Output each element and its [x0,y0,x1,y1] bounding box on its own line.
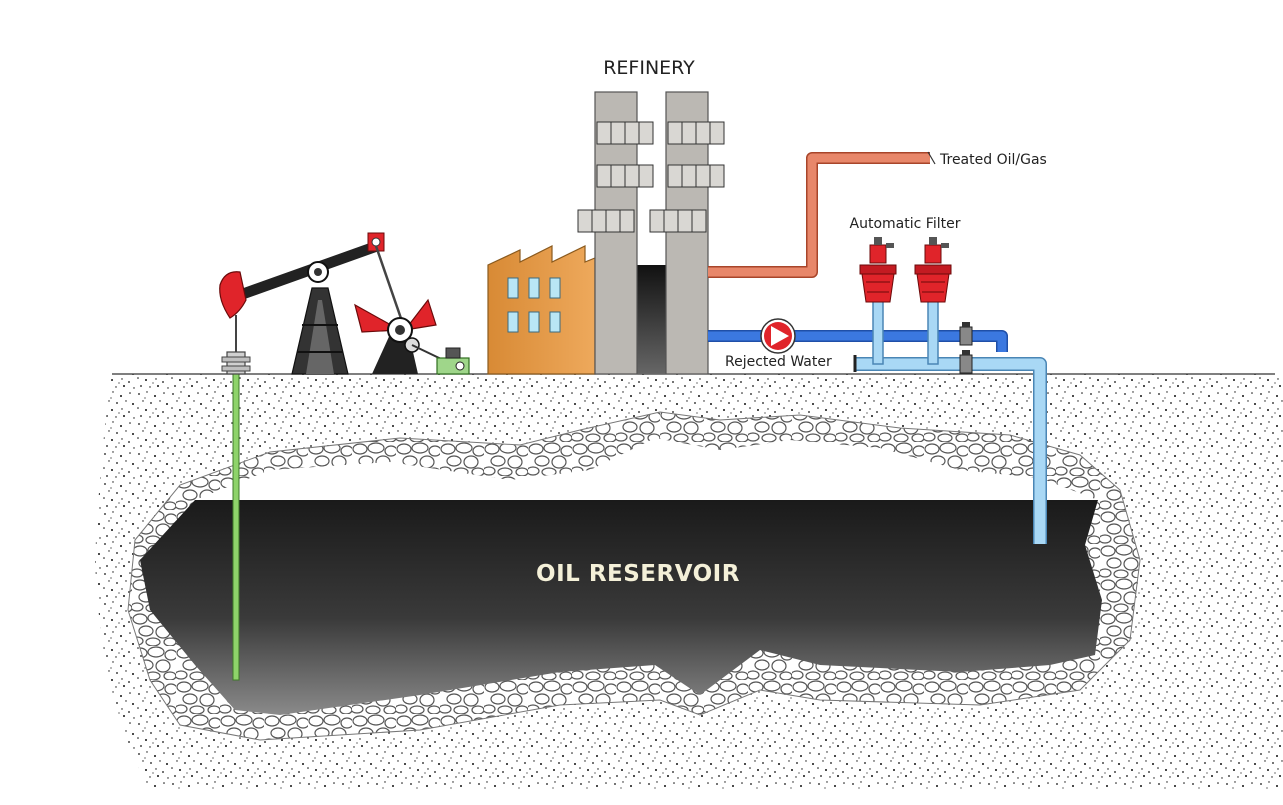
refinery-label: REFINERY [603,57,695,79]
oil-reservoir [140,500,1102,715]
automatic-filter-1 [859,237,897,303]
treated-oil-pipe [708,152,930,278]
treated-oil-label: Treated Oil/Gas [939,152,1047,168]
transfer-pump [760,318,796,354]
gas-cap-gap [195,438,1098,500]
refinery-towers [577,91,725,375]
pumpjack [219,232,470,375]
well-pipe [232,371,240,681]
wellhead [221,315,251,375]
automatic-filter-2 [914,237,952,303]
factory-building [487,245,596,375]
valve-upper [959,322,973,346]
rejected-water-label: Rejected Water [725,354,832,370]
automatic-filter-label: Automatic Filter [850,216,961,232]
reservoir-label: OIL RESERVOIR [536,561,740,587]
valve-lower [959,350,973,374]
